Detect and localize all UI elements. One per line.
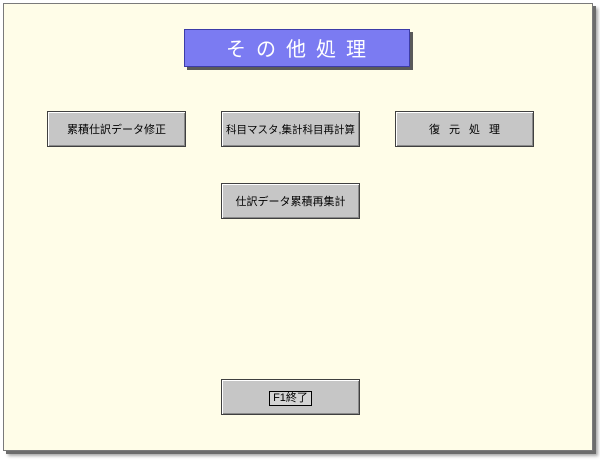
- exit-button-label: F1終了: [269, 391, 312, 406]
- main-window: その他処理 累積仕訳データ修正 科目マスタ,集計科目再計算 復元処理 仕訳データ…: [3, 3, 593, 451]
- page-title: その他処理: [184, 29, 410, 67]
- exit-button[interactable]: F1終了: [221, 379, 360, 415]
- cumulative-journal-edit-button[interactable]: 累積仕訳データ修正: [47, 111, 186, 147]
- account-master-recalc-button[interactable]: 科目マスタ,集計科目再計算: [221, 111, 360, 147]
- journal-reaggregate-button[interactable]: 仕訳データ累積再集計: [221, 183, 360, 219]
- restore-button[interactable]: 復元処理: [395, 111, 534, 147]
